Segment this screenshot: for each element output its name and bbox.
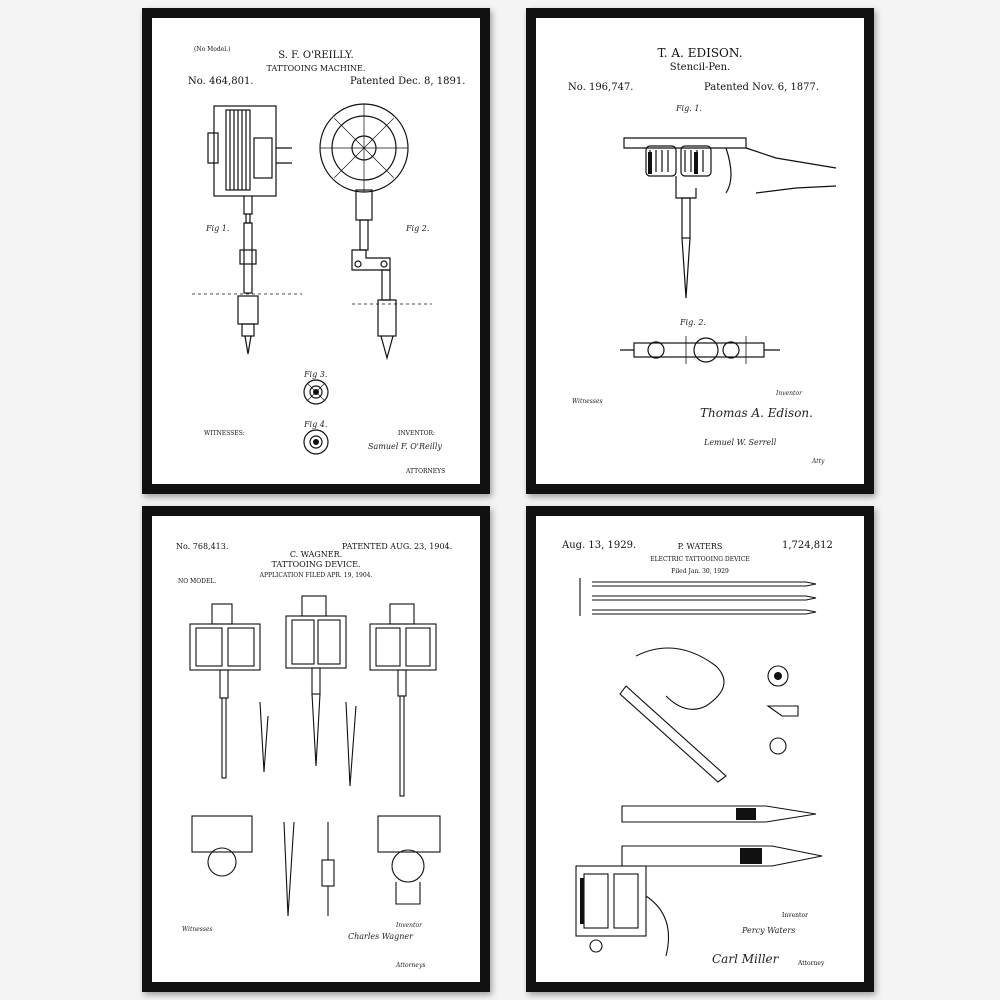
waters-device-title: ELECTRIC TATTOOING DEVICE <box>650 556 750 563</box>
oreilly-inventor-signature: Samuel F. O'Reilly <box>368 442 442 451</box>
poster-oreilly-frame: (No Model.) S. F. O'REILLY. TATTOOING MA… <box>142 8 490 494</box>
poster-wagner-frame: No. 768,413. C. WAGNER. PATENTED AUG. 23… <box>142 506 490 992</box>
oreilly-inventor-label: INVENTOR: <box>398 430 436 437</box>
wagner-patent-date: PATENTED AUG. 23, 1904. <box>342 542 453 551</box>
waters-inventor-signature: Percy Waters <box>742 926 796 935</box>
poster-edison-paper: T. A. EDISON. Stencil-Pen. No. 196,747. … <box>536 18 864 484</box>
edison-inventor-label: Inventor <box>776 390 802 397</box>
edison-inventor-name: T. A. EDISON. <box>657 46 743 60</box>
edison-patent-date: Patented Nov. 6, 1877. <box>704 82 820 93</box>
edison-inventor-signature: Thomas A. Edison. <box>700 406 813 420</box>
oreilly-patent-date: Patented Dec. 8, 1891. <box>350 76 466 87</box>
poster-waters-paper: Aug. 13, 1929. P. WATERS 1,724,812 ELECT… <box>536 516 864 982</box>
oreilly-patent-number: No. 464,801. <box>188 76 254 87</box>
waters-date: Aug. 13, 1929. <box>562 540 637 551</box>
wagner-no-model: NO MODEL. <box>178 578 217 585</box>
oreilly-no-model: (No Model.) <box>194 46 231 53</box>
edison-device-title: Stencil-Pen. <box>669 62 731 73</box>
wagner-drawing <box>189 595 441 917</box>
wagner-inventor-signature: Charles Wagner <box>348 932 413 941</box>
edison-atty-label: Atty <box>812 458 825 465</box>
oreilly-fig1-label: Fig 1. <box>206 224 230 233</box>
wagner-witnesses-label: Witnesses <box>182 926 213 933</box>
wagner-inventor-name: C. WAGNER. <box>289 550 343 559</box>
waters-attorney-label: Attorney <box>798 960 825 967</box>
oreilly-attorneys-label: ATTORNEYS <box>406 468 446 475</box>
edison-witnesses-label: Witnesses <box>572 398 603 405</box>
edison-drawing <box>620 137 837 364</box>
waters-inventor-label: Inventor <box>782 912 808 919</box>
waters-patent-number: 1,724,812 <box>782 540 833 551</box>
oreilly-drawing <box>192 103 432 455</box>
oreilly-fig3-label: Fig 3. <box>304 370 328 379</box>
wagner-application-filed: APPLICATION FILED APR. 19, 1904. <box>259 572 373 579</box>
oreilly-device-title: TATTOOING MACHINE. <box>266 64 366 73</box>
edison-patent-number: No. 196,747. <box>568 82 634 93</box>
waters-filed: Filed Jan. 30, 1929 <box>671 568 729 575</box>
oreilly-fig4-label: Fig 4. <box>304 420 328 429</box>
oreilly-fig2-label: Fig 2. <box>406 224 430 233</box>
poster-oreilly-paper: (No Model.) S. F. O'REILLY. TATTOOING MA… <box>152 18 480 484</box>
edison-attorney-signature: Lemuel W. Serrell <box>704 438 777 447</box>
edison-fig2-label: Fig. 2. <box>680 318 706 327</box>
poster-edison-frame: T. A. EDISON. Stencil-Pen. No. 196,747. … <box>526 8 874 494</box>
wagner-attorneys-label: Attorneys <box>396 962 426 969</box>
waters-drawing <box>575 578 823 957</box>
waters-attorney-signature: Carl Miller <box>712 952 779 966</box>
poster-wagner-paper: No. 768,413. C. WAGNER. PATENTED AUG. 23… <box>152 516 480 982</box>
waters-inventor-name: P. WATERS <box>677 542 723 551</box>
oreilly-witnesses-label: WITNESSES: <box>204 430 245 437</box>
oreilly-inventor-name: S. F. O'REILLY. <box>278 50 354 61</box>
wagner-device-title: TATTOOING DEVICE. <box>271 560 361 569</box>
poster-waters-frame: Aug. 13, 1929. P. WATERS 1,724,812 ELECT… <box>526 506 874 992</box>
wagner-inventor-label: Inventor <box>396 922 422 929</box>
edison-fig1-label: Fig. 1. <box>676 104 702 113</box>
wagner-patent-number: No. 768,413. <box>176 542 229 551</box>
